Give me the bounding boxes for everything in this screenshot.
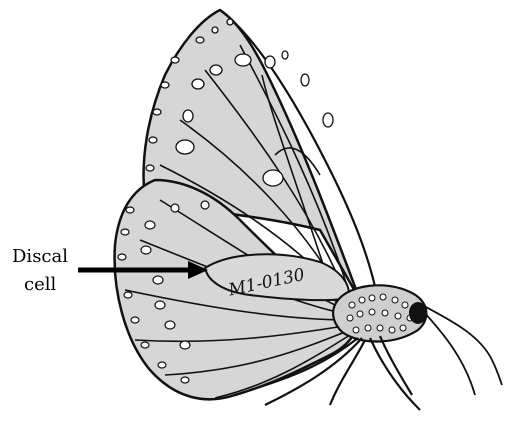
butterfly-body (333, 285, 427, 341)
antennae (422, 306, 502, 395)
annotation-label-line1: Discal (12, 246, 68, 267)
annotation-label-line2: cell (24, 274, 56, 295)
